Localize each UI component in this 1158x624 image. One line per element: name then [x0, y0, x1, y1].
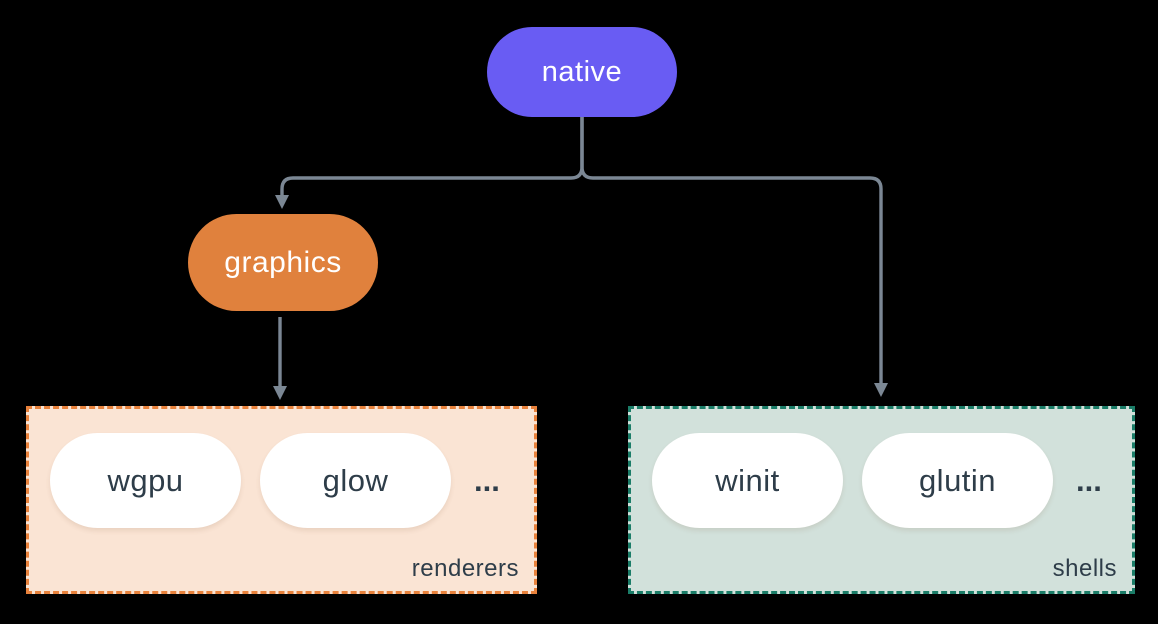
shells-group-label: shells — [1052, 555, 1117, 582]
pill-glow: glow — [260, 433, 451, 528]
renderers-ellipsis: ... — [474, 462, 500, 498]
arrowhead-renderers — [273, 386, 287, 400]
shells-ellipsis: ... — [1076, 462, 1102, 498]
renderers-group-label: renderers — [411, 555, 519, 582]
pill-wgpu-label: wgpu — [107, 462, 184, 498]
group-shells: winit glutin ... shells — [628, 406, 1135, 594]
pill-glow-label: glow — [322, 462, 389, 498]
node-native-label: native — [541, 55, 623, 88]
group-renderers: wgpu glow ... renderers — [26, 406, 537, 594]
connector-native-to-shells — [580, 116, 883, 384]
renderers-pill-row: wgpu glow ... — [50, 433, 500, 528]
arrowhead-shells — [874, 383, 888, 397]
shells-pill-row: winit glutin ... — [652, 433, 1102, 528]
arrowhead-graphics — [275, 195, 289, 209]
pill-winit-label: winit — [715, 462, 780, 498]
pill-glutin: glutin — [862, 433, 1053, 528]
node-graphics-label: graphics — [224, 245, 342, 279]
connector-native-to-graphics — [280, 116, 584, 196]
pill-winit: winit — [652, 433, 843, 528]
pill-glutin-label: glutin — [918, 462, 997, 498]
pill-wgpu: wgpu — [50, 433, 241, 528]
node-native: native — [487, 27, 677, 117]
node-graphics: graphics — [188, 214, 378, 311]
